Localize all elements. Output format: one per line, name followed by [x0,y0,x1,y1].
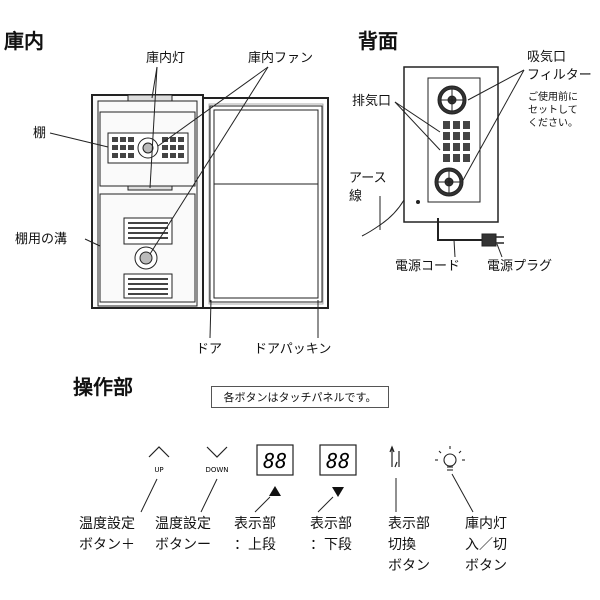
door-gasket-label: ドアパッキン [254,342,332,357]
upper-triangle-icon [269,486,281,496]
light-bulb-icon [435,446,465,471]
power-cord [437,218,482,241]
earth-label-2: 線 [349,189,363,204]
lower-triangle-icon [332,487,344,497]
display-switch-caption-line2: 切換 [388,537,416,553]
upper-shelf [107,132,189,164]
intake-fan-top [437,85,467,115]
upper-display [256,444,294,476]
up-arrow-icon [148,446,170,458]
cabinet-interior [91,94,204,309]
fan-label: 庫内ファン [248,51,314,66]
display-lower-caption-line1: 表示部 [310,516,352,532]
earth-wire [361,199,405,237]
filter-note-2: セットして [528,105,578,116]
lower-shelves [123,217,173,299]
temp-down-caption-line2: ボタンー [155,537,211,553]
up-text: UP [154,466,163,474]
power-plug-label: 電源プラグ [487,259,553,274]
filter-label: フィルター [527,68,592,83]
intake-label: 吸気口 [527,50,567,65]
lower-display [319,444,357,476]
light-switch-caption-line3: ボタン [465,558,507,574]
shelf-groove-label: 棚用の溝 [15,232,68,247]
temp-up-caption-line1: 温度設定 [79,516,135,532]
filter-note-1: ご使用前に [528,92,578,103]
power-plug [481,233,497,247]
down-text: DOWN [205,466,228,474]
display-upper-caption-line1: 表示部 [234,516,276,532]
display-switch-caption-line3: ボタン [388,558,430,574]
temp-up-caption-line2: ボタン＋ [79,537,135,553]
upper-display-digits: 88 [263,449,287,473]
light-label: 庫内灯 [146,51,186,66]
power-cord-label: 電源コード [395,259,461,274]
display-upper-caption-line2: ：上段 [234,537,276,553]
back-leaders [379,69,525,230]
exhaust-label: 排気口 [352,94,392,109]
touch-panel-notice: 各ボタンはタッチパネルです。 [211,386,389,408]
light-switch-caption-line1: 庫内灯 [465,516,507,532]
back-title: 背面 [358,29,398,53]
door [202,97,329,309]
controls-title: 操作部 [73,375,133,399]
control-leaders [140,473,474,513]
interior-leaders [49,66,319,339]
light-fixture [127,94,173,102]
intake-fan-bottom [434,167,464,197]
filter-note-3: ください。 [528,118,578,129]
display-switch-caption-line1: 表示部 [388,516,430,532]
display-switch-icon [389,445,400,468]
exhaust-grille [443,121,470,162]
shelf-label: 棚 [33,126,47,141]
earth-label-1: アース [349,171,387,186]
temp-down-caption-line1: 温度設定 [155,516,211,532]
door-label: ドア [196,342,223,357]
interior-title: 庫内 [4,29,44,53]
light-switch-caption-line2: 入／切 [465,537,507,553]
lower-display-digits: 88 [326,449,350,473]
display-lower-caption-line2: ：下段 [310,537,352,553]
down-arrow-icon [206,446,228,458]
